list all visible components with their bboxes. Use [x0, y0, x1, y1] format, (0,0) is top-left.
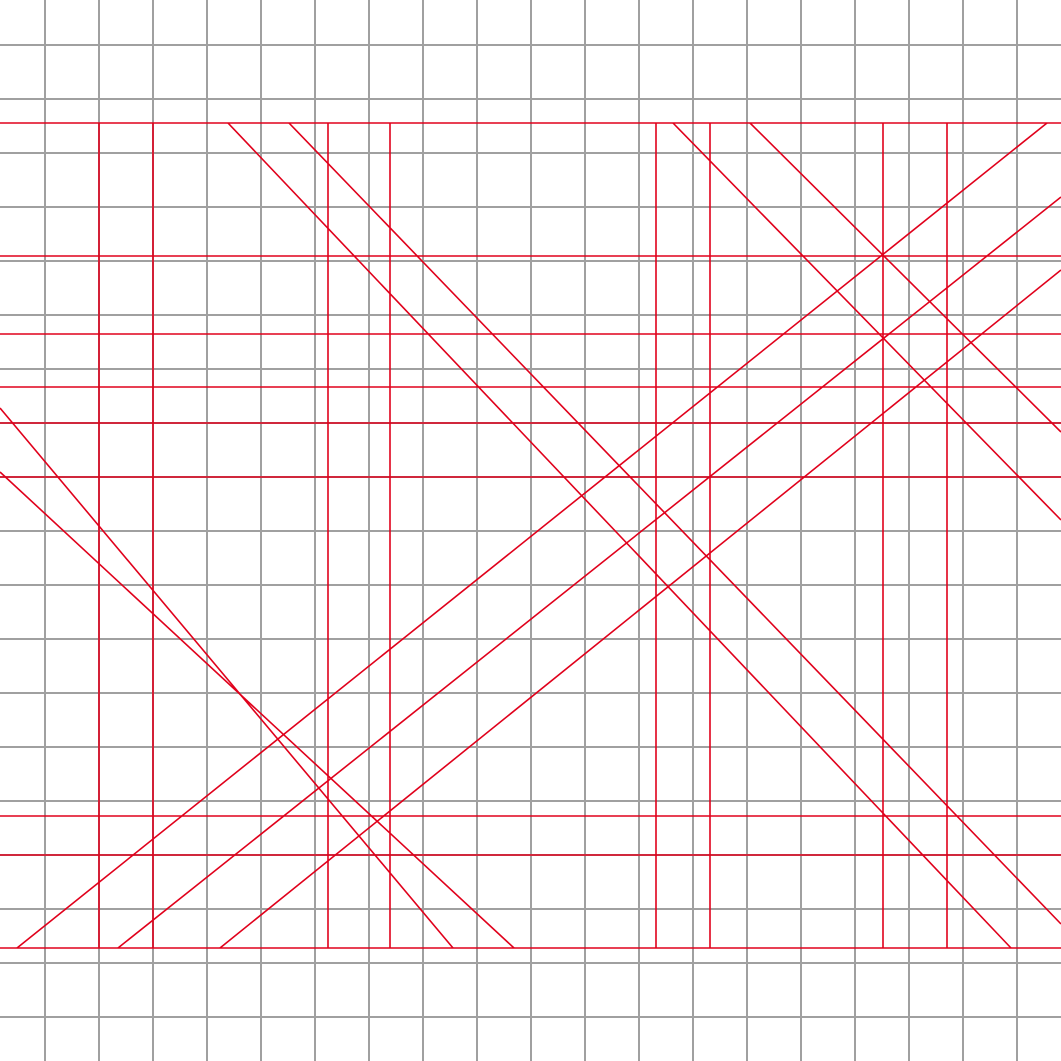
red-line-diagonal [288, 122, 1061, 925]
red-line-diagonal [16, 122, 1048, 949]
red-line-diagonal [0, 407, 454, 949]
red-line-diagonal [219, 269, 1061, 949]
red-line-diagonal [672, 122, 1061, 521]
red-line-diagonal [117, 196, 1061, 949]
red-line-diagonal [749, 122, 1061, 433]
red-line-diagonal [227, 122, 1012, 949]
red-line-layer [0, 122, 1061, 949]
red-line-diagonal [0, 471, 515, 949]
